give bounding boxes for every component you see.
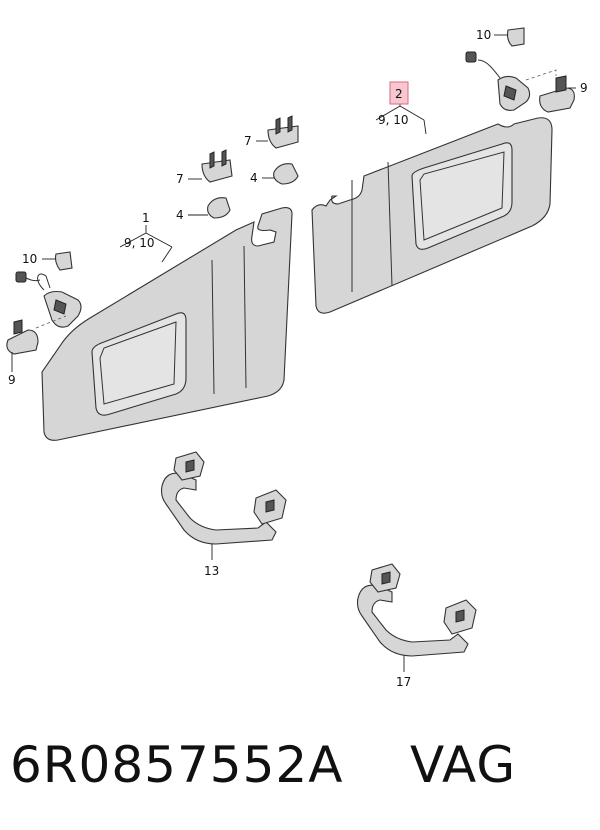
- callout-2: 2: [395, 87, 403, 101]
- callout-1: 1: [142, 211, 150, 225]
- callout-10-right: 10: [476, 28, 491, 42]
- callout-13: 13: [204, 564, 219, 578]
- callout-2-highlight: [389, 81, 409, 105]
- callout-10-left: 10: [22, 252, 37, 266]
- grab-handle-17: [356, 563, 477, 657]
- footer-caption: 6R0857552A VAG: [0, 735, 600, 795]
- hooks-and-clips: [201, 115, 299, 219]
- callout-2-sub: 9, 10: [378, 113, 409, 127]
- callout-7-upper: 7: [244, 134, 252, 148]
- callout-9-left: 9: [8, 373, 16, 387]
- callout-4-upper: 4: [250, 171, 258, 185]
- right-sun-visor: [311, 27, 575, 314]
- callout-17: 17: [396, 675, 411, 689]
- parts-diagram: 1 9, 10 2 9, 10 7 7 4 4 10 9 10 9 13 17: [6, 27, 588, 689]
- grab-handle-13: [160, 451, 287, 545]
- brand-label: VAG: [410, 736, 517, 794]
- callout-9-right: 9: [580, 81, 588, 95]
- callout-1-sub: 9, 10: [124, 236, 155, 250]
- callout-7-lower: 7: [176, 172, 184, 186]
- leader-lines: [11, 34, 576, 672]
- part-number: 6R0857552A: [10, 736, 344, 794]
- left-sun-visor: [6, 207, 293, 441]
- callout-4-lower: 4: [176, 208, 184, 222]
- callout-labels: 1 9, 10 2 9, 10 7 7 4 4 10 9 10 9 13 17: [8, 28, 588, 689]
